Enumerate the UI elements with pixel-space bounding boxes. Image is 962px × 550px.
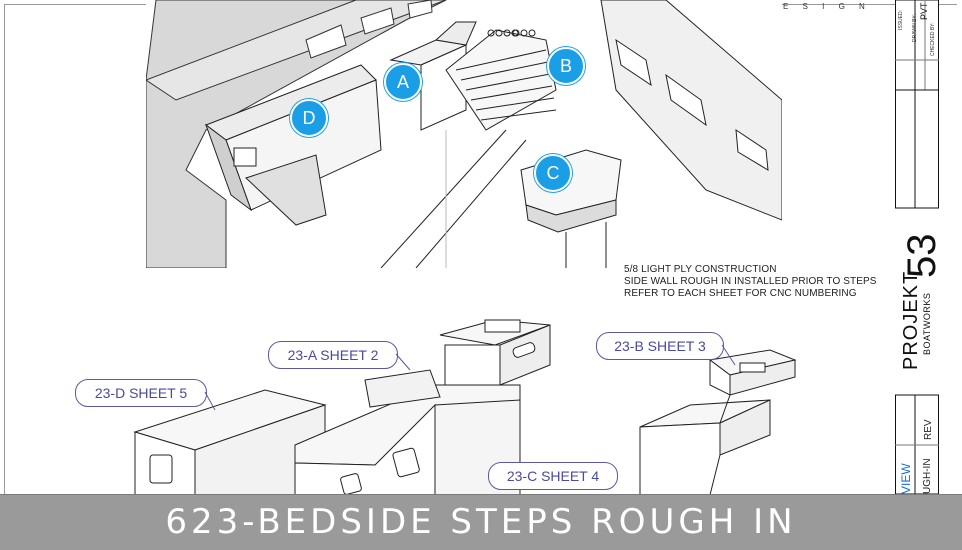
note-line: SIDE WALL ROUGH IN INSTALLED PRIOR TO ST… xyxy=(624,276,877,287)
page-title: 623-BEDSIDE STEPS ROUGH IN xyxy=(165,502,797,542)
sheet-label-23d: 23-D SHEET 5 xyxy=(75,379,207,407)
marker-d: D xyxy=(290,99,328,137)
sheet-label-23c: 23-C SHEET 4 xyxy=(488,462,618,490)
marker-a: A xyxy=(384,63,422,101)
marker-b: B xyxy=(547,47,585,85)
note-line: 5/8 LIGHT PLY CONSTRUCTION xyxy=(624,264,777,275)
title-block-drawn-by-value: PVT xyxy=(919,2,929,20)
leader-lines xyxy=(204,344,736,411)
footer-banner: 623-BEDSIDE STEPS ROUGH IN xyxy=(0,494,962,550)
title-block-view: VIEW xyxy=(899,463,913,494)
brand-name: PROJEKT xyxy=(900,270,922,370)
title-block-frame xyxy=(895,0,939,494)
title-block-drawn-by: DRAWN BY: xyxy=(912,14,918,42)
construction-notes: 5/8 LIGHT PLY CONSTRUCTION SIDE WALL ROU… xyxy=(624,264,877,300)
marker-c: C xyxy=(534,154,572,192)
brand-number: 53 xyxy=(900,233,944,279)
parts-sketch xyxy=(133,319,797,495)
design-fragment-text: E S I G N xyxy=(783,2,871,11)
sheet-label-23a: 23-A SHEET 2 xyxy=(268,341,398,369)
title-block-rev: REV xyxy=(923,419,934,440)
note-line: REFER TO EACH SHEET FOR CNC NUMBERING xyxy=(624,288,857,299)
title-block-checked-by: CHECKED BY: xyxy=(930,22,936,56)
brand-sub: BOATWORKS xyxy=(922,292,932,355)
title-block-issued: ISSUED: xyxy=(898,9,904,30)
sheet-label-23b: 23-B SHEET 3 xyxy=(596,332,724,360)
perspective-sketch xyxy=(146,0,782,268)
title-block-rough-in: UGH-IN xyxy=(922,458,933,494)
